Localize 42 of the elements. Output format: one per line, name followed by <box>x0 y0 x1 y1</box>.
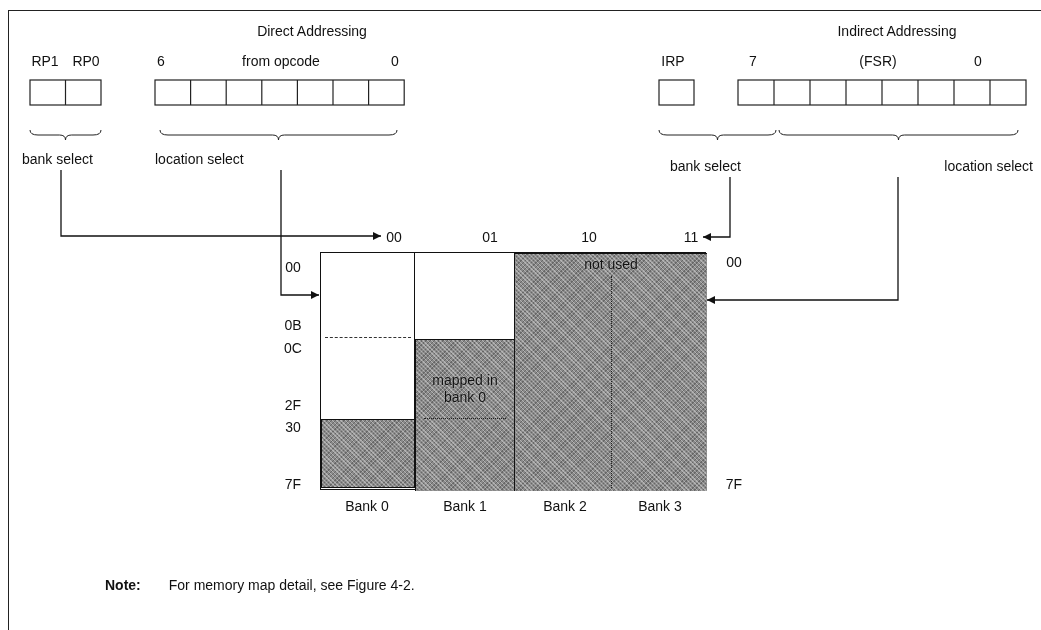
bank-name: Bank 3 <box>638 497 682 515</box>
arrow <box>706 176 899 304</box>
shaded-region <box>321 419 415 488</box>
field-name: from opcode <box>242 52 320 70</box>
heading: Direct Addressing <box>257 22 367 40</box>
bit-name: IRP <box>661 52 685 70</box>
field-name: (FSR) <box>859 52 897 70</box>
bank-select-text: bank select <box>670 157 765 175</box>
note-text: Note: For memory map detail, see Figure 4-2. <box>105 576 415 594</box>
location-select-text: location select <box>155 150 285 168</box>
heading: Indirect Addressing <box>837 22 957 40</box>
bit-name: RP0 <box>72 52 100 70</box>
row-address: 0C <box>284 339 302 357</box>
row-address: 7F <box>284 475 302 493</box>
bit-number: 7 <box>749 52 757 70</box>
bit-number: 0 <box>974 52 982 70</box>
bank-address: 00 <box>382 228 406 246</box>
arrow <box>702 176 731 241</box>
row-address: 00 <box>285 258 301 276</box>
region-label: not used <box>584 256 638 273</box>
arrow <box>280 169 320 299</box>
region-label: mapped in bank 0 <box>431 372 499 406</box>
row-address: 0B <box>284 316 302 334</box>
bit-number: 0 <box>391 52 399 70</box>
bank-address: 01 <box>482 228 498 246</box>
location-select-text: location select <box>890 157 1033 175</box>
row-address: 2F <box>284 396 302 414</box>
bank-address: 10 <box>581 228 597 246</box>
memory-map <box>320 252 706 490</box>
bank-name: Bank 0 <box>345 497 389 515</box>
bit-name: RP1 <box>31 52 59 70</box>
shaded-region <box>415 339 514 491</box>
bit-number: 6 <box>157 52 165 70</box>
shaded-region <box>514 253 707 491</box>
row-address: 30 <box>285 418 301 436</box>
bank-name: Bank 1 <box>443 497 487 515</box>
bank-address: 11 <box>680 228 702 246</box>
row-address: 00 <box>726 253 742 271</box>
row-address: 7F <box>725 475 743 493</box>
bank-select-text: bank select <box>22 150 117 168</box>
arrow <box>60 169 382 240</box>
bank-name: Bank 2 <box>543 497 587 515</box>
